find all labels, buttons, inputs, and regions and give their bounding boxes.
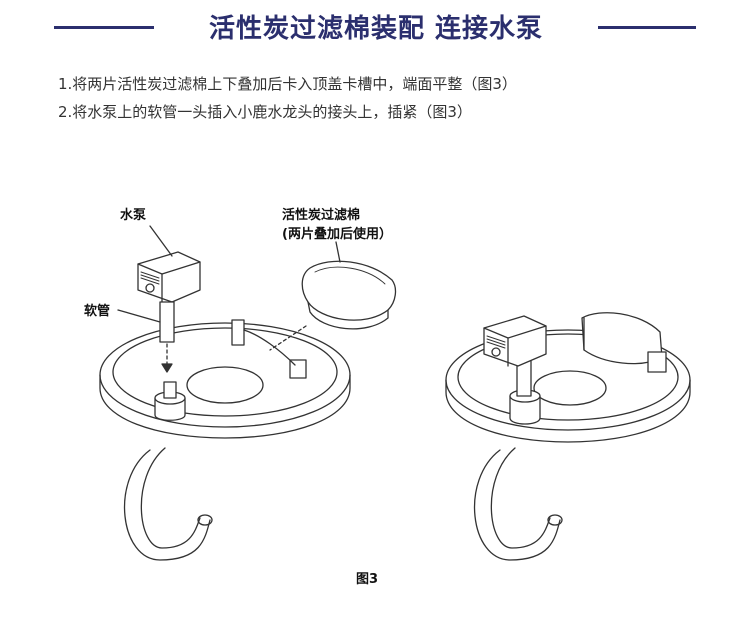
- header-right-rule: [598, 26, 696, 29]
- left-pump-outlet-icon: [145, 283, 155, 293]
- left-tray-center-hole: [186, 366, 264, 404]
- label-filter-line2: (两片叠加后使用）: [282, 227, 392, 242]
- left-stand-curve: [123, 449, 211, 561]
- left-hose: [159, 301, 175, 343]
- left-pump-grill: [140, 271, 160, 285]
- leader-filter: [335, 241, 341, 263]
- leader-pump: [149, 225, 173, 257]
- label-filter: 活性炭过滤棉 (两片叠加后使用）: [282, 204, 392, 242]
- left-stand-opening: [197, 514, 213, 526]
- label-hose: 软管: [84, 304, 111, 319]
- section-header: 活性炭过滤棉装配 连接水泵: [0, 0, 750, 56]
- left-faucet-nozzle: [163, 381, 177, 399]
- figure-caption: 图3: [356, 572, 379, 587]
- left-filter-guide-line: [269, 325, 307, 351]
- right-pump-outlet-icon: [491, 347, 501, 357]
- assembly-illustration: [99, 225, 691, 561]
- label-pump: 水泵: [120, 208, 147, 223]
- label-filter-line1: 活性炭过滤棉: [282, 208, 361, 223]
- right-assembly: [445, 312, 691, 561]
- left-insert-arrow: [161, 363, 173, 373]
- right-slot-clip: [647, 351, 667, 373]
- left-tray-inner: [112, 327, 338, 417]
- right-stand-curve: [473, 449, 561, 561]
- header-left-rule: [54, 26, 154, 29]
- left-filter-pad: [301, 260, 397, 321]
- leader-hose: [117, 309, 161, 323]
- step-2: 2.将水泵上的软管一头插入小鹿水龙头的接头上，插紧（图3）: [58, 103, 472, 121]
- right-tray-center-hole: [533, 370, 607, 406]
- right-stand-opening: [547, 514, 563, 526]
- instruction-steps: 1.将两片活性炭过滤棉上下叠加后卡入顶盖卡槽中，端面平整（图3） 2.将水泵上的…: [58, 70, 718, 126]
- left-assembly: [99, 225, 397, 561]
- right-faucet-base: [509, 395, 541, 425]
- section-title: 活性炭过滤棉装配 连接水泵: [208, 14, 544, 44]
- step-1: 1.将两片活性炭过滤棉上下叠加后卡入顶盖卡槽中，端面平整（图3）: [58, 75, 517, 93]
- left-tray-outer: [99, 322, 351, 428]
- assembly-figure: 水泵 软管 活性炭过滤棉 (两片叠加后使用） 图3: [0, 160, 750, 636]
- right-tray-inner: [457, 333, 679, 421]
- left-slot-clip-a: [231, 319, 245, 346]
- right-pump-grill: [486, 335, 506, 349]
